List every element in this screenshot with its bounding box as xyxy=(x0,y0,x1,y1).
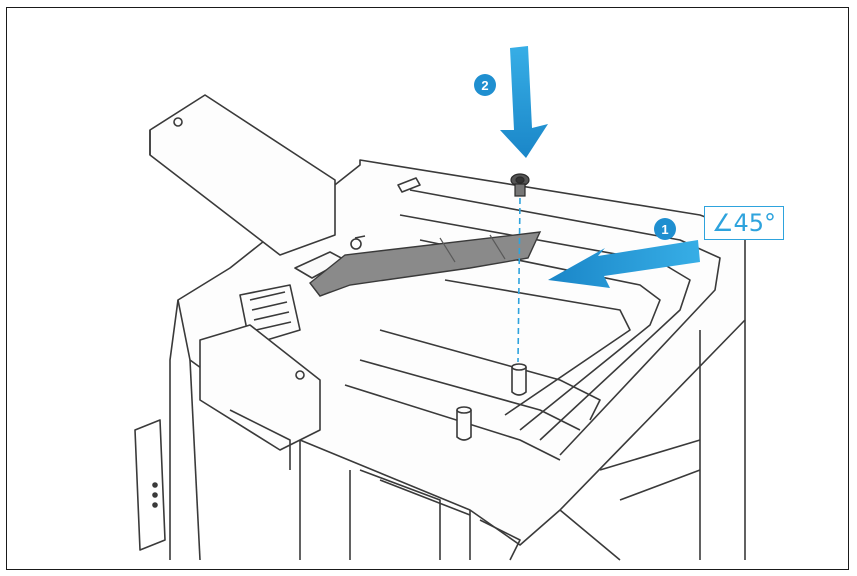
standoff-icon xyxy=(511,363,527,396)
m2-ssd-module xyxy=(309,231,542,297)
chassis-line-art xyxy=(134,94,746,561)
step-1-badge: 1 xyxy=(654,218,676,240)
alignment-guide xyxy=(517,197,521,363)
insert-arrow-icon xyxy=(548,240,700,288)
standoff-secondary xyxy=(456,406,472,441)
screw-icon xyxy=(510,173,530,197)
angle-label: ∠45° xyxy=(704,206,784,240)
step-2-badge: 2 xyxy=(474,74,496,96)
press-down-arrow-icon xyxy=(500,46,548,158)
